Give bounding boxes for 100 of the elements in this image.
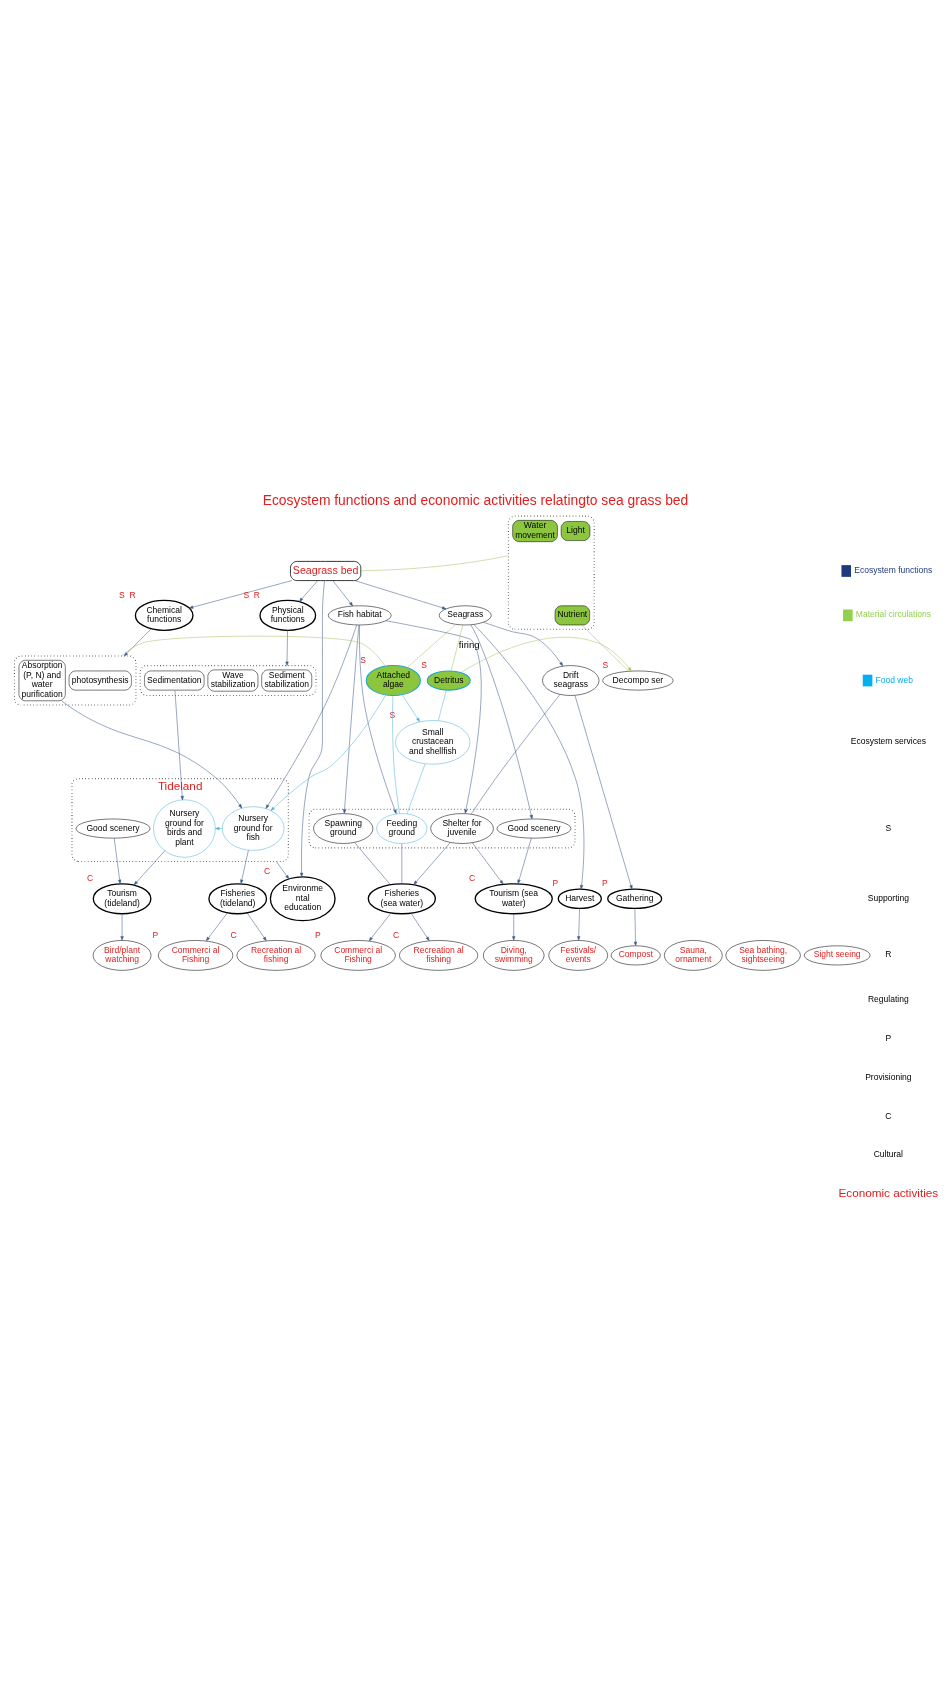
arrow <box>270 694 386 811</box>
node-label: S R <box>119 589 136 600</box>
node-label: C <box>230 929 237 940</box>
node-ellipse: Recreation al fishing <box>399 940 479 971</box>
arrow <box>299 580 318 602</box>
node-ellipse: Drift seagrass <box>542 665 600 696</box>
node-ellipse: Good scenery <box>75 818 151 839</box>
node-label: S <box>389 709 396 720</box>
node-box: Nutrient <box>554 605 590 626</box>
node-ellipse: Compost <box>610 945 661 966</box>
legend-label: Material circulations <box>855 609 932 620</box>
arrow <box>285 630 289 666</box>
arrow <box>123 628 152 657</box>
connector <box>407 624 456 668</box>
label: C <box>885 1110 892 1121</box>
label: Ecosystem services <box>850 736 926 747</box>
node-ellipse: Good scenery <box>496 818 572 839</box>
arrow <box>483 622 564 667</box>
connector <box>470 694 561 815</box>
connector <box>406 763 426 814</box>
node-ellipse: Gathering <box>607 888 663 909</box>
arrow <box>410 913 430 941</box>
arrow <box>359 624 397 814</box>
node-ellipse: Shelter for juvenile <box>430 813 494 844</box>
node-box: Absorption (P, N) and water purification <box>18 660 66 702</box>
legend-label: Ecosystem functions <box>854 565 933 576</box>
node-label: C <box>393 929 400 940</box>
node-ellipse: Fish habitat <box>328 605 392 626</box>
node-ellipse: Decompo ser <box>602 670 674 691</box>
node-ellipse: Diving, swimming <box>483 940 545 971</box>
arrow <box>189 580 293 609</box>
label: Regulating <box>867 993 909 1004</box>
arrow <box>633 908 638 946</box>
arrow <box>473 624 585 890</box>
arrow <box>120 913 124 941</box>
arrow <box>246 912 267 941</box>
cluster <box>507 515 595 630</box>
arrow <box>133 850 166 886</box>
node-ellipse: Attached algae <box>365 665 421 697</box>
arrow <box>470 624 533 820</box>
node-circle: Nursery ground for birds and plant <box>153 799 216 858</box>
node-ellipse: Tourism (tideland) <box>92 883 152 915</box>
diagram-title: Ecosystem functions and economic activities relatingto sea grass bed <box>262 492 689 509</box>
arrow <box>354 580 447 610</box>
arrow <box>385 620 482 814</box>
label: Supporting <box>867 892 909 903</box>
node-ellipse: Small crustacean and shellfish <box>395 720 471 765</box>
node-ellipse: Feeding ground <box>376 813 428 844</box>
node-label: C <box>263 866 271 877</box>
connector <box>360 555 509 571</box>
node-box: Sedimentation <box>144 670 205 691</box>
node-box: Wave stabilization <box>207 669 259 692</box>
node-ellipse: Sea bathing, sightseeing <box>725 940 801 971</box>
arrow <box>517 837 532 884</box>
arrow <box>402 694 420 722</box>
node-label: P <box>314 929 321 940</box>
arrow <box>174 690 184 801</box>
arrow <box>343 624 360 814</box>
node-label: C <box>87 872 94 883</box>
arrow <box>368 912 392 942</box>
legend-label: Food web <box>875 674 913 685</box>
node-ellipse: Sauna, ornament <box>664 940 723 971</box>
arrow <box>574 695 633 890</box>
connector <box>401 843 403 884</box>
node-box: Seagrass bed <box>290 561 362 581</box>
arrow <box>276 861 290 880</box>
arrow <box>300 580 325 878</box>
arrow <box>61 700 243 809</box>
node-ellipse: Fisheries (sea water) <box>367 883 436 915</box>
node-ellipse: Fisheries (tideland) <box>208 883 268 915</box>
node-box: Light <box>560 521 591 541</box>
node-box: Sediment stabilization <box>261 669 313 692</box>
node-label: S R <box>243 589 260 600</box>
arrow <box>460 637 632 673</box>
node-ellipse: Recreation al fishing <box>236 940 316 971</box>
arrow <box>472 842 504 885</box>
arrow <box>512 913 516 941</box>
node-ellipse: Spawning ground <box>313 813 374 844</box>
node-ellipse: Harvest <box>557 888 602 909</box>
arrow <box>265 624 357 809</box>
arrow <box>577 908 581 941</box>
arrow <box>205 912 228 942</box>
arrow <box>113 838 122 884</box>
arrow <box>240 849 249 884</box>
connector <box>392 695 400 814</box>
label: Economic activities <box>838 1186 939 1200</box>
label: Provisioning <box>865 1071 912 1082</box>
arrow <box>215 827 223 831</box>
label: S <box>885 822 892 833</box>
label: R <box>885 949 892 960</box>
cluster <box>13 655 137 706</box>
node-label: P <box>152 929 159 940</box>
node-box: photosynthesis <box>68 670 132 691</box>
edge-label: firing <box>458 638 480 650</box>
connector <box>581 624 630 672</box>
node-ellipse: Commerci al Fishing <box>320 940 396 971</box>
node-label: P <box>601 878 608 889</box>
node-label: C <box>468 872 476 883</box>
node-ellipse: Commerci al Fishing <box>158 940 234 971</box>
cluster <box>139 665 317 696</box>
